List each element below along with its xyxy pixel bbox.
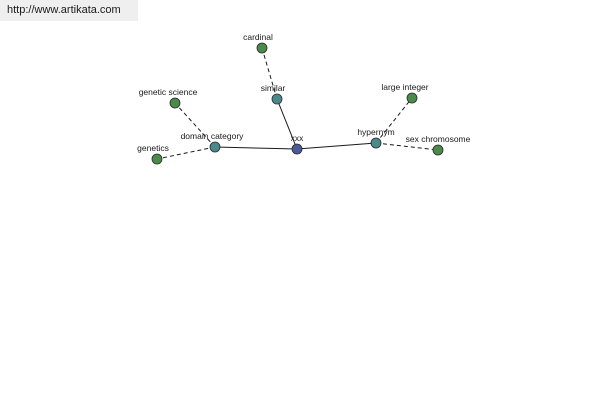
edges-layer xyxy=(156,47,439,160)
node-hypernym[interactable] xyxy=(370,137,382,149)
node-genetic-science[interactable] xyxy=(169,97,181,109)
node-label-cardinal[interactable]: cardinal xyxy=(243,32,273,42)
url-banner: http://www.artikata.com xyxy=(0,0,138,21)
nodes-layer xyxy=(151,42,444,165)
node-cardinal[interactable] xyxy=(256,42,268,54)
edge-hypernym-sex_chromosome xyxy=(375,142,439,151)
node-label-genetic-science[interactable]: genetic science xyxy=(139,87,198,97)
node-large-integer[interactable] xyxy=(406,92,418,104)
node-label-xxx[interactable]: xxx xyxy=(291,133,305,143)
node-sex-chromosome[interactable] xyxy=(432,144,444,156)
edge-xxx-hypernym xyxy=(296,142,377,150)
node-xxx[interactable] xyxy=(291,143,303,155)
node-label-hypernym[interactable]: hypernym xyxy=(357,127,394,137)
node-similar[interactable] xyxy=(271,93,283,105)
edge-xxx-domain_category xyxy=(214,146,298,150)
node-domain-category[interactable] xyxy=(209,141,221,153)
site-url-link[interactable]: http://www.artikata.com xyxy=(7,4,121,16)
edge-domain_category-genetic_science xyxy=(174,102,216,148)
node-label-large-integer[interactable]: large integer xyxy=(381,82,428,92)
node-label-sex-chromosome[interactable]: sex chromosome xyxy=(406,134,471,144)
node-label-domain-category[interactable]: domain category xyxy=(181,131,245,141)
node-label-similar[interactable]: similar xyxy=(261,83,286,93)
labels-layer: xxx similar domain category hypernym cardina… xyxy=(137,32,470,153)
node-genetics[interactable] xyxy=(151,153,163,165)
edge-similar-cardinal xyxy=(261,47,278,100)
edge-xxx-similar xyxy=(276,98,298,150)
edge-domain_category-genetics xyxy=(156,146,216,160)
edge-hypernym-large_integer xyxy=(375,97,413,144)
node-label-genetics[interactable]: genetics xyxy=(137,143,169,153)
